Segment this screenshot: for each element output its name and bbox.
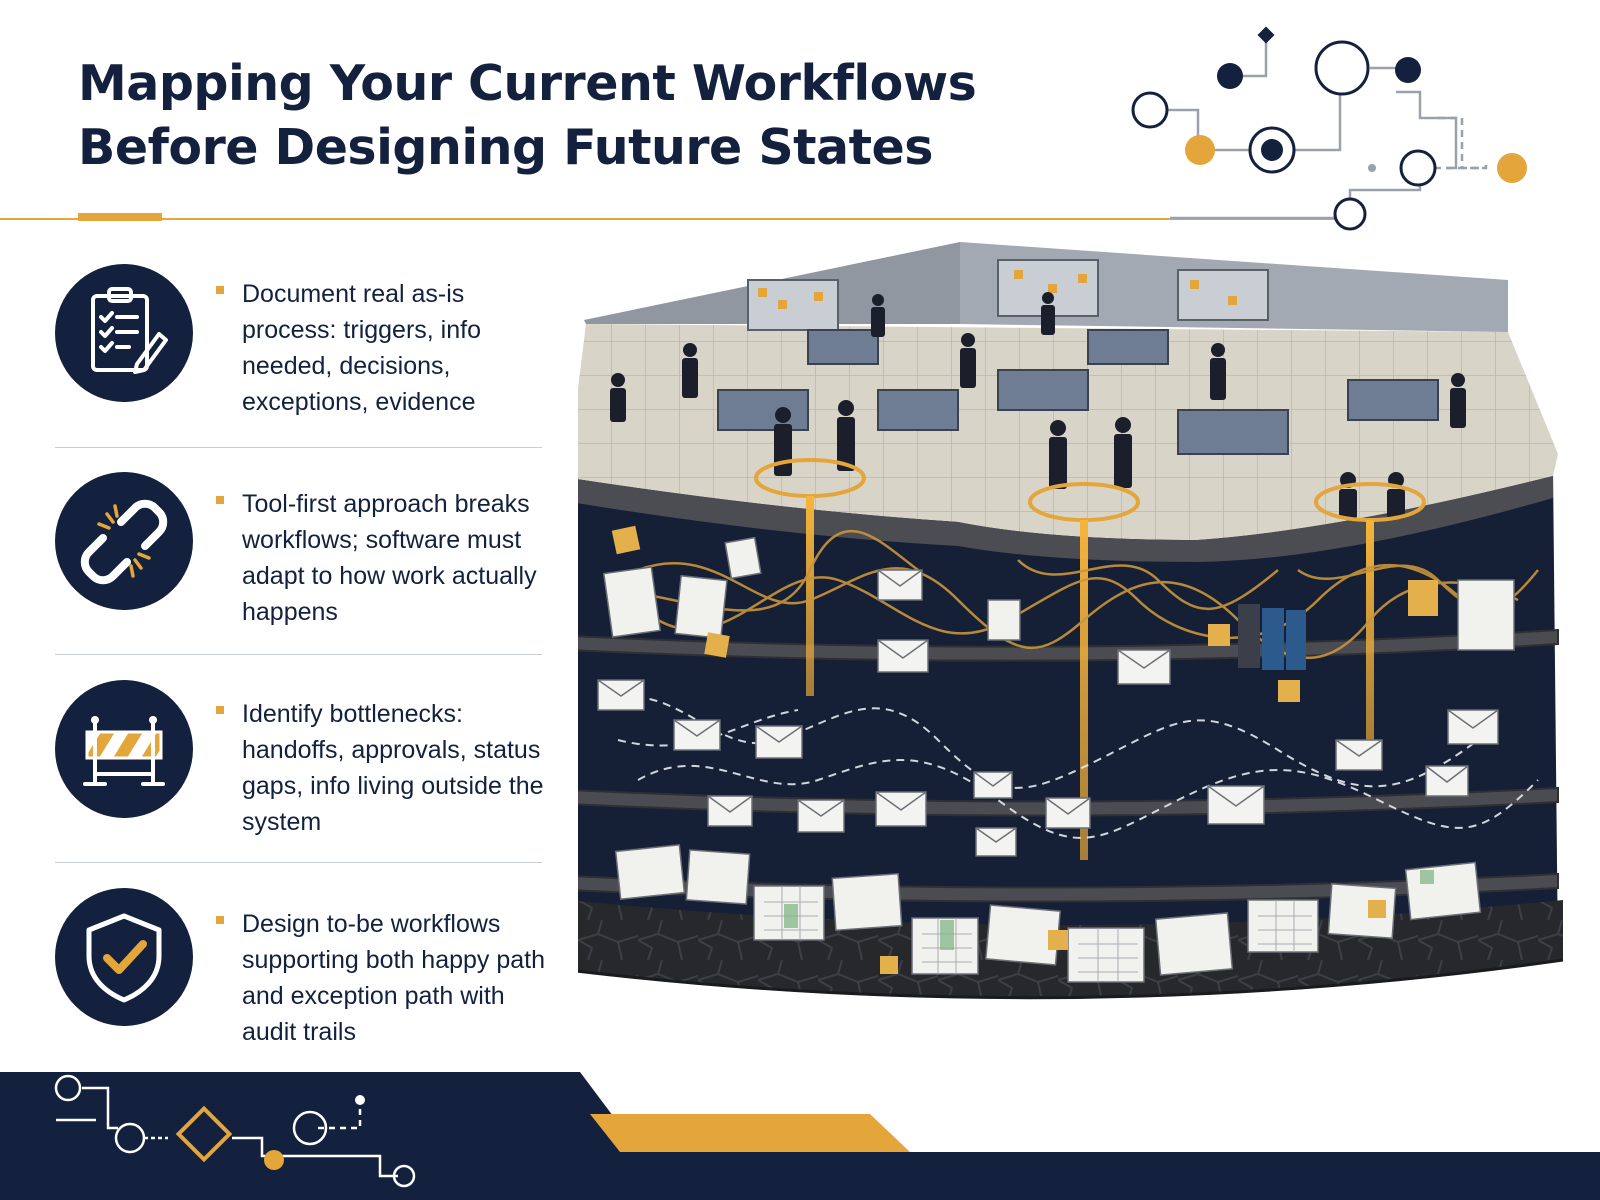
office-floor — [578, 324, 1558, 540]
divider-1 — [55, 447, 542, 448]
roadblock-barrier-icon — [83, 716, 165, 786]
bullet-marker — [216, 286, 224, 294]
point-1-icon-badge — [55, 264, 193, 402]
point-1: Document real as-is process: triggers, i… — [216, 276, 556, 420]
divider-3 — [55, 862, 542, 863]
spreadsheets — [614, 843, 1482, 983]
bullet-marker — [216, 706, 224, 714]
floor-slab-edge — [578, 476, 1553, 562]
point-1-text: Document real as-is process: triggers, i… — [242, 280, 481, 416]
point-3: Identify bottlenecks: handoffs, approval… — [216, 696, 556, 840]
cubicles — [717, 329, 1439, 455]
clipboard-checklist-icon — [91, 287, 168, 374]
footer-band — [0, 1072, 1600, 1200]
point-2-text: Tool-first approach breaks workflows; so… — [242, 490, 537, 626]
footer-network-decoration — [56, 1086, 398, 1178]
point-4-icon-badge — [55, 888, 193, 1026]
point-3-text: Identify bottlenecks: handoffs, approval… — [242, 700, 544, 836]
email-envelopes — [597, 569, 1499, 857]
underground-body — [578, 455, 1558, 985]
divider-2 — [55, 654, 542, 655]
footer-gold-stripe — [590, 1114, 910, 1152]
workflow-cross-section-illustration — [578, 242, 1564, 1000]
paper-documents — [602, 536, 1515, 651]
title-line-2: Before Designing Future States — [78, 119, 933, 176]
shield-check-icon — [86, 913, 162, 1003]
point-2: Tool-first approach breaks workflows; so… — [216, 486, 556, 630]
point-4-text: Design to-be workflows supporting both h… — [242, 910, 546, 1046]
bullet-marker — [216, 496, 224, 504]
light-beams — [806, 496, 1374, 860]
binders — [1238, 604, 1306, 670]
point-4: Design to-be workflows supporting both h… — [216, 906, 556, 1050]
broken-chain-link-icon — [80, 499, 168, 585]
title-line-1: Mapping Your Current Workflows — [78, 55, 977, 112]
point-3-icon-badge — [55, 680, 193, 818]
page-title: Mapping Your Current Workflows Before De… — [78, 52, 977, 180]
header-accent-bar — [78, 213, 162, 221]
network-nodes-decoration — [1131, 26, 1527, 231]
point-2-icon-badge — [55, 472, 193, 610]
bullet-marker — [216, 916, 224, 924]
header-rule — [0, 218, 1352, 220]
